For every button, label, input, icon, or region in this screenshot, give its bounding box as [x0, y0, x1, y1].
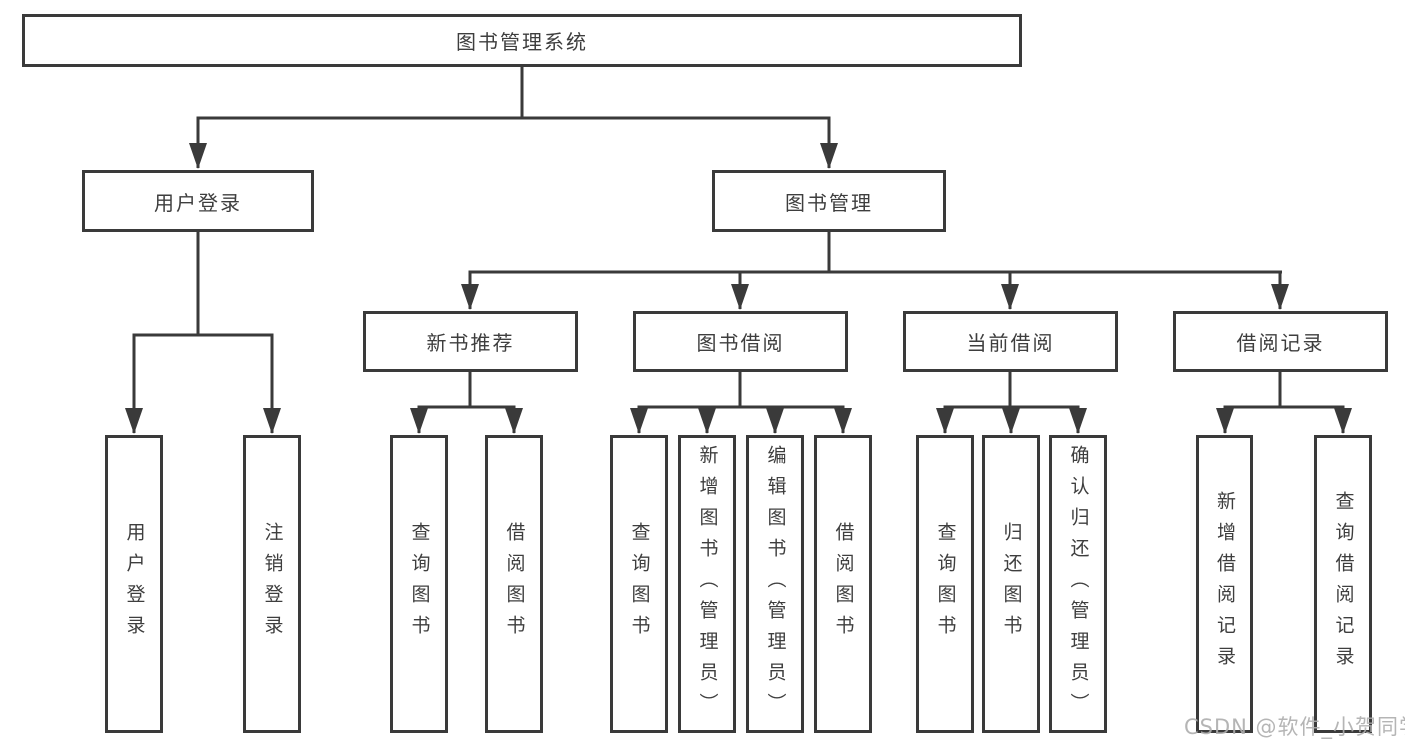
leaf-add-borrow-record: 新增借阅记录 — [1196, 435, 1253, 733]
node-user-login-branch: 用户登录 — [82, 170, 314, 232]
node-module-book-borrow: 图书借阅 — [633, 311, 848, 372]
leaf-borrow-books-recommend: 借阅图书 — [485, 435, 543, 733]
leaf-query-books-current: 查询图书 — [916, 435, 974, 733]
node-module-borrow-record: 借阅记录 — [1173, 311, 1388, 372]
leaf-borrow-books: 借阅图书 — [814, 435, 872, 733]
node-book-management-branch: 图书管理 — [712, 170, 946, 232]
node-module-new-book: 新书推荐 — [363, 311, 578, 372]
leaf-confirm-return-admin: 确认归还（管理员） — [1049, 435, 1107, 733]
watermark: CSDN @软件_小贺同学 — [1184, 715, 1405, 739]
leaf-query-borrow-record: 查询借阅记录 — [1314, 435, 1372, 733]
leaf-user-login: 用户登录 — [105, 435, 163, 733]
leaf-return-books: 归还图书 — [982, 435, 1040, 733]
node-root-system: 图书管理系统 — [22, 14, 1022, 67]
leaf-query-books-recommend: 查询图书 — [390, 435, 448, 733]
leaf-query-books-borrow: 查询图书 — [610, 435, 668, 733]
leaf-logout: 注销登录 — [243, 435, 301, 733]
node-module-current-borrow: 当前借阅 — [903, 311, 1118, 372]
leaf-add-books-admin: 新增图书（管理员） — [678, 435, 736, 733]
leaf-edit-books-admin: 编辑图书（管理员） — [746, 435, 804, 733]
